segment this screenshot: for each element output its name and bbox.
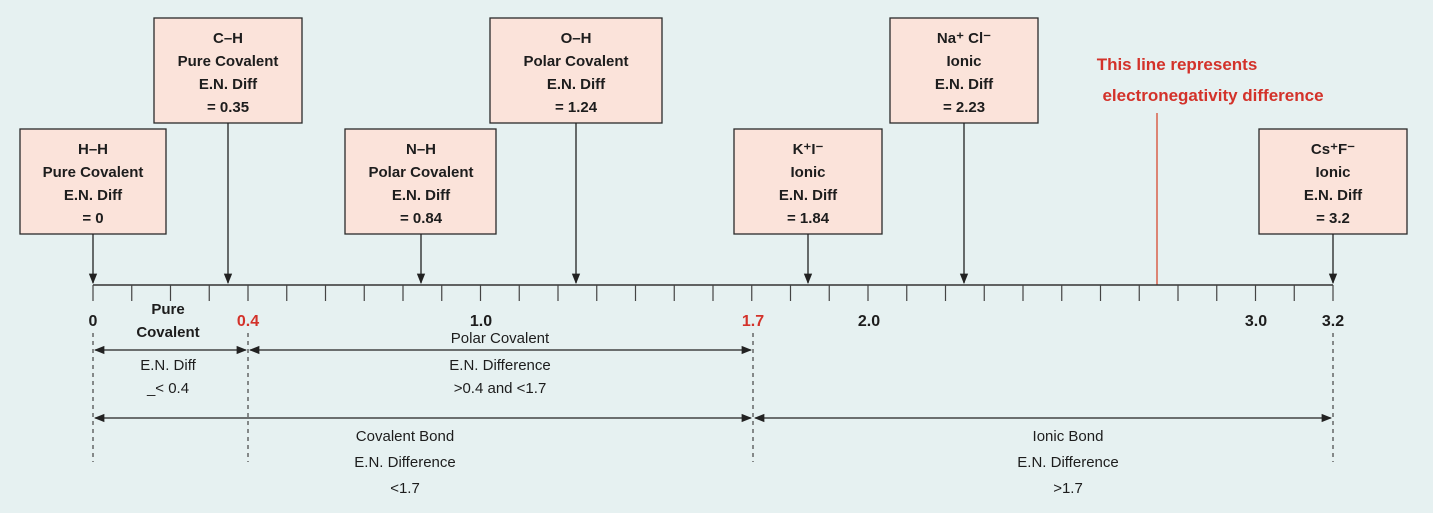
box-nh-line-1: N–H [406,141,436,158]
pure-covalent-line-2: _< 0.4 [146,380,189,397]
annotation-line-1: This line represents [1097,55,1258,74]
box-ch-line-4: = 0.35 [207,99,249,116]
box-ki: K⁺I⁻ Ionic E.N. Diff = 1.84 [733,128,883,235]
region-pure-covalent: Pure Covalent E.N. Diff _< 0.4 [136,301,199,397]
electronegativity-axis [92,284,1334,301]
covalent-bond-title: Covalent Bond [356,428,454,445]
ionic-bond-title: Ionic Bond [1033,428,1104,445]
box-oh-line-2: Polar Covalent [523,53,628,70]
polar-covalent-line-1: E.N. Difference [449,357,550,374]
box-hh-line-4: = 0 [82,210,103,227]
pure-covalent-title-1: Pure [151,301,184,318]
box-nh-line-2: Polar Covalent [368,164,473,181]
box-nacl-line-2: Ionic [946,53,981,70]
axis-label-0: 0 [89,313,98,330]
region-ionic-bond: Ionic Bond E.N. Difference >1.7 [1017,428,1118,497]
box-oh-line-3: E.N. Diff [547,76,606,93]
box-hh-line-1: H–H [78,141,108,158]
box-nacl-line-1: Na⁺ Cl⁻ [937,30,991,47]
axis-label-1-0: 1.0 [470,313,492,330]
box-oh-line-1: O–H [561,30,592,47]
box-nh-line-4: = 0.84 [400,210,443,227]
box-csf-line-4: = 3.2 [1316,210,1350,227]
axis-label-0-4: 0.4 [237,313,259,330]
box-csf: Cs⁺F⁻ Ionic E.N. Diff = 3.2 [1258,128,1408,235]
box-ki-line-2: Ionic [790,164,825,181]
covalent-bond-line-1: E.N. Difference [354,454,455,471]
pure-covalent-line-1: E.N. Diff [140,357,196,374]
box-ki-line-3: E.N. Diff [779,187,838,204]
axis-label-1-7: 1.7 [742,313,764,330]
guide-lines [92,333,1334,462]
ionic-bond-line-2: >1.7 [1053,480,1083,497]
box-ch-line-3: E.N. Diff [199,76,258,93]
box-nacl-line-3: E.N. Diff [935,76,994,93]
box-csf-line-3: E.N. Diff [1304,187,1363,204]
ionic-bond-line-1: E.N. Difference [1017,454,1118,471]
region-polar-covalent: Polar Covalent E.N. Difference >0.4 and … [449,330,550,397]
range-arrows [93,345,1333,423]
axis-label-3-2: 3.2 [1322,313,1344,330]
box-csf-line-1: Cs⁺F⁻ [1311,141,1355,158]
axis-labels: 0 0.4 1.0 1.7 2.0 3.0 3.2 [89,313,1345,330]
box-nh-line-3: E.N. Diff [392,187,451,204]
annotation: This line represents electronegativity d… [1097,55,1324,285]
axis-label-3-0: 3.0 [1245,313,1267,330]
box-ch-line-2: Pure Covalent [178,53,279,70]
box-ki-line-1: K⁺I⁻ [793,141,824,158]
box-oh: O–H Polar Covalent E.N. Diff = 1.24 [489,17,663,124]
polar-covalent-title: Polar Covalent [451,330,550,347]
pointer-arrows [88,123,1338,285]
box-hh-line-2: Pure Covalent [43,164,144,181]
box-oh-line-4: = 1.24 [555,99,598,116]
polar-covalent-line-2: >0.4 and <1.7 [454,380,547,397]
annotation-line-2: electronegativity difference [1102,86,1323,105]
axis-ticks [92,285,1334,301]
box-ch-line-1: C–H [213,30,243,47]
box-ki-line-4: = 1.84 [787,210,830,227]
region-covalent-bond: Covalent Bond E.N. Difference <1.7 [354,428,455,497]
box-hh-line-3: E.N. Diff [64,187,123,204]
box-csf-line-2: Ionic [1315,164,1350,181]
pure-covalent-title-2: Covalent [136,324,199,341]
covalent-bond-line-2: <1.7 [390,480,420,497]
box-nacl: Na⁺ Cl⁻ Ionic E.N. Diff = 2.23 [889,17,1039,124]
axis-label-2-0: 2.0 [858,313,880,330]
box-nh: N–H Polar Covalent E.N. Diff = 0.84 [344,128,497,235]
box-nacl-line-4: = 2.23 [943,99,985,116]
box-ch: C–H Pure Covalent E.N. Diff = 0.35 [153,17,303,124]
box-hh: H–H Pure Covalent E.N. Diff = 0 [19,128,167,235]
